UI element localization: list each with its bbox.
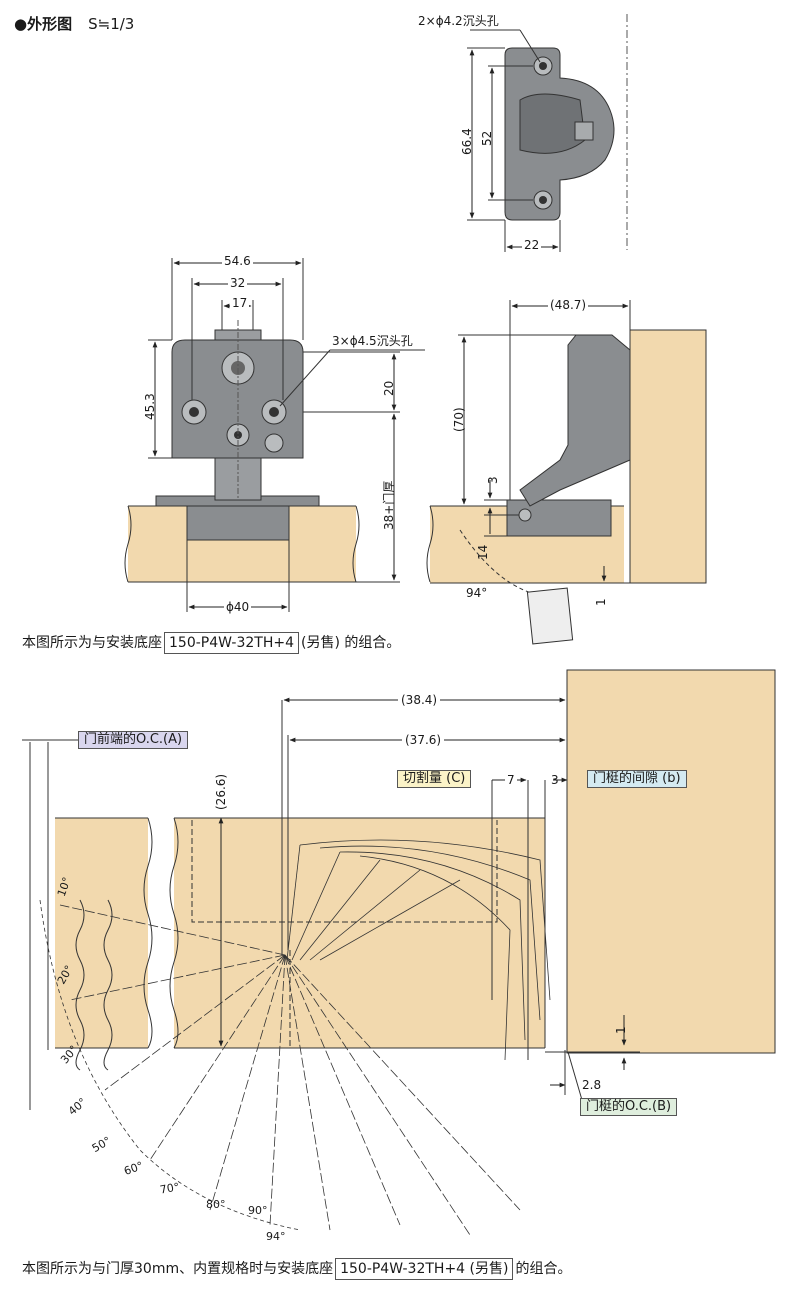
front-dim-38: 38+门厚: [382, 480, 396, 530]
note1-suffix: (另售) 的组合。: [300, 635, 401, 651]
sec-dim-1: 1: [614, 1026, 628, 1034]
side-dim-width: (48.7): [548, 298, 589, 312]
scale-label: S≒1/3: [88, 15, 135, 33]
label-door-oc-a: 门前端的O.C.(A): [78, 731, 189, 749]
label-frame-oc-b: 门梃的O.C.(B): [580, 1098, 678, 1116]
side-dim-14: 14: [476, 544, 490, 560]
angle-94: 94°: [266, 1230, 286, 1243]
top-view: [467, 14, 628, 252]
front-dim-20: 20: [382, 380, 396, 396]
label-gap-b: 门梃的间隙 (b): [587, 770, 687, 788]
sec-dim-384: (38.4): [398, 693, 441, 707]
front-dim-40: ϕ40: [224, 600, 252, 614]
angle-90: 90°: [248, 1204, 268, 1217]
side-view: [426, 300, 707, 645]
label-cut-c: 切割量 (C): [397, 770, 472, 788]
title-label: ●外形图: [14, 15, 73, 33]
sec-dim-3: 3: [551, 773, 559, 787]
note2-prefix: 本图所示为与门厚30mm、内置规格时与安装底座: [22, 1261, 334, 1277]
side-dim-3: 3: [486, 476, 500, 484]
front-dim-32: 32: [228, 276, 248, 290]
top-dim-height: 66.4: [460, 128, 474, 155]
side-dim-1: 1: [594, 598, 608, 606]
front-hole-note: 3×ϕ4.5沉头孔: [332, 334, 413, 348]
note1-prefix: 本图所示为与安装底座: [22, 635, 162, 651]
front-dim-17: 17: [230, 296, 250, 310]
front-dim-width: 54.6: [222, 254, 253, 268]
front-dim-45: 45.3: [143, 393, 157, 420]
top-hole-note: 2×ϕ4.2沉头孔: [418, 14, 499, 28]
sec-dim-28: 2.8: [582, 1078, 602, 1092]
drawing-title: ●外形图 S≒1/3: [14, 15, 135, 33]
side-angle: 94°: [466, 586, 488, 600]
note2-suffix: 的组合。: [515, 1261, 572, 1277]
front-view: [124, 258, 425, 612]
opening-diagram: [22, 669, 776, 1236]
side-dim-70: (70): [452, 407, 466, 432]
sec-dim-266: (26.6): [214, 773, 228, 810]
top-dim-width: 22: [522, 238, 542, 252]
note1-part: 150-P4W-32TH+4: [164, 632, 299, 654]
note2-part: 150-P4W-32TH+4 (另售): [335, 1258, 514, 1280]
sec-dim-7: 7: [505, 773, 517, 787]
sec-dim-376: (37.6): [402, 733, 445, 747]
top-dim-pitch: 52: [480, 130, 494, 146]
angle-80: 80°: [206, 1198, 226, 1211]
